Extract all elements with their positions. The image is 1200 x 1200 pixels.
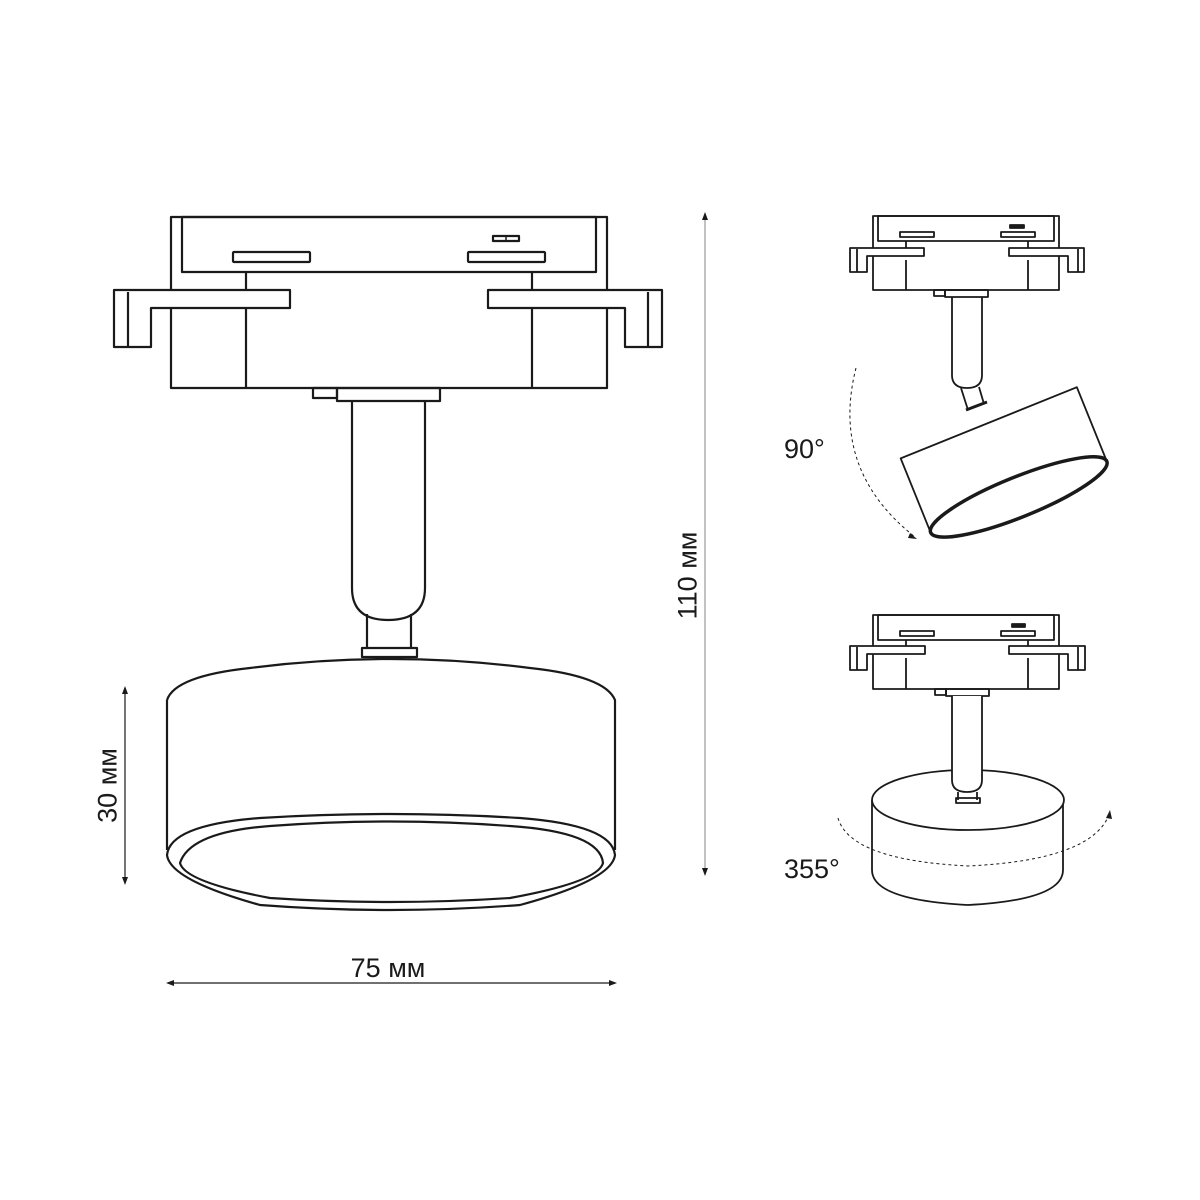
main-view xyxy=(112,215,664,912)
swivel-view xyxy=(837,614,1112,906)
swivel-angle-label: 355° xyxy=(784,854,840,884)
tilt-view xyxy=(849,215,1109,539)
dimension-lines xyxy=(122,212,708,986)
dimension-label-head-height: 30 мм xyxy=(92,748,123,823)
dimension-label-head-width: 75 мм xyxy=(350,953,426,983)
dimension-label-total-height: 110 мм xyxy=(672,531,703,620)
tilt-angle-label: 90° xyxy=(784,434,825,464)
